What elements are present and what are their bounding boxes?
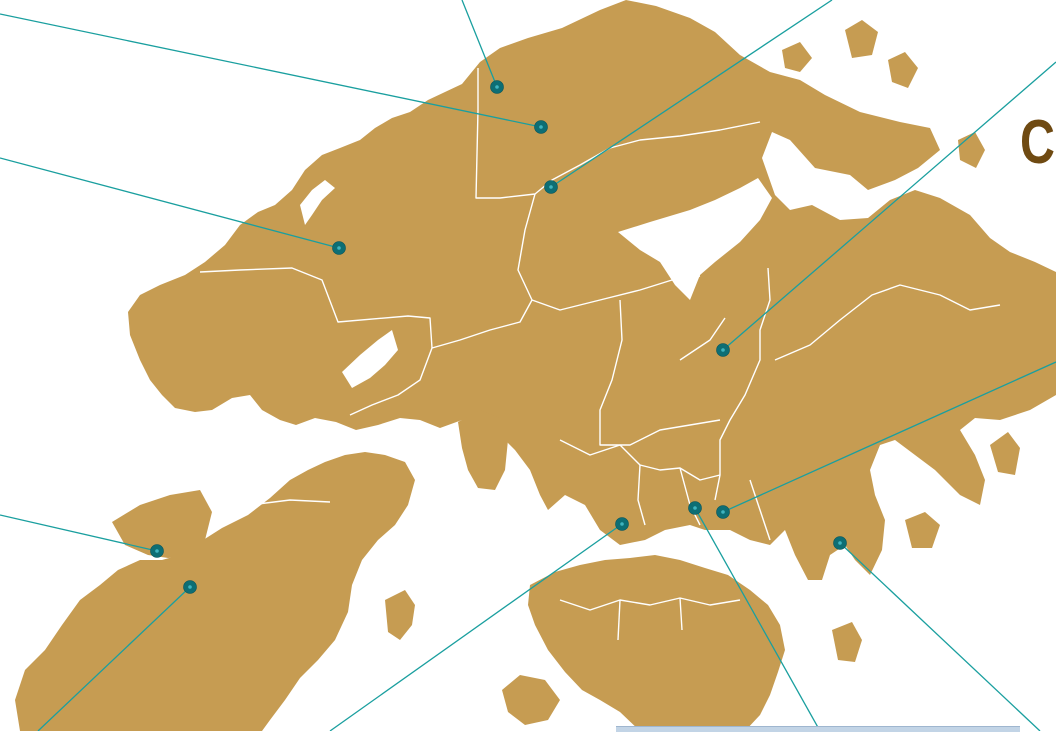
island-9 bbox=[888, 52, 918, 88]
leader-line-2 bbox=[0, 13, 542, 128]
marker-8[interactable] bbox=[615, 517, 629, 531]
leader-line-5 bbox=[722, 61, 1056, 351]
mainland-territory bbox=[128, 0, 1056, 580]
island-2 bbox=[385, 590, 415, 640]
landmass bbox=[15, 0, 1056, 731]
leader-line-4 bbox=[0, 157, 340, 249]
airport-island bbox=[112, 490, 212, 558]
island-5 bbox=[832, 622, 862, 662]
leader-line-8 bbox=[37, 586, 191, 731]
marker-3[interactable] bbox=[544, 180, 558, 194]
page-heading-fragment: C bbox=[1020, 108, 1055, 177]
island-14 bbox=[650, 608, 676, 632]
marker-4[interactable] bbox=[332, 241, 346, 255]
island-12 bbox=[560, 632, 580, 655]
island-13 bbox=[300, 582, 320, 604]
marker-5[interactable] bbox=[716, 343, 730, 357]
island-7 bbox=[990, 432, 1020, 475]
tolo-harbour bbox=[618, 178, 772, 300]
marker-9[interactable] bbox=[833, 536, 847, 550]
leader-line-1 bbox=[461, 0, 498, 88]
inlet-bay bbox=[300, 180, 335, 225]
marker-7[interactable] bbox=[688, 501, 702, 515]
marker-11[interactable] bbox=[183, 580, 197, 594]
marker-1[interactable] bbox=[490, 80, 504, 94]
location-markers bbox=[150, 80, 847, 594]
island-1 bbox=[458, 410, 508, 490]
island-4 bbox=[578, 612, 620, 648]
leader-line-10 bbox=[694, 507, 821, 731]
island-8 bbox=[845, 20, 878, 58]
leader-line-6 bbox=[722, 361, 1056, 513]
marker-2[interactable] bbox=[534, 120, 548, 134]
marker-6[interactable] bbox=[716, 505, 730, 519]
district-boundaries bbox=[199, 68, 1001, 641]
leader-line-3 bbox=[550, 0, 833, 188]
island-10 bbox=[958, 132, 985, 168]
marker-10[interactable] bbox=[150, 544, 164, 558]
leader-line-11 bbox=[839, 542, 1041, 731]
leader-line-7 bbox=[0, 514, 158, 552]
lantau-island bbox=[15, 452, 415, 731]
inlet-west bbox=[342, 330, 398, 388]
bottom-panel-edge bbox=[616, 726, 1020, 732]
island-6 bbox=[905, 512, 940, 548]
leader-line-9 bbox=[329, 523, 623, 731]
hong-kong-island bbox=[528, 555, 785, 731]
island-3 bbox=[502, 675, 560, 725]
island-11 bbox=[782, 42, 812, 72]
